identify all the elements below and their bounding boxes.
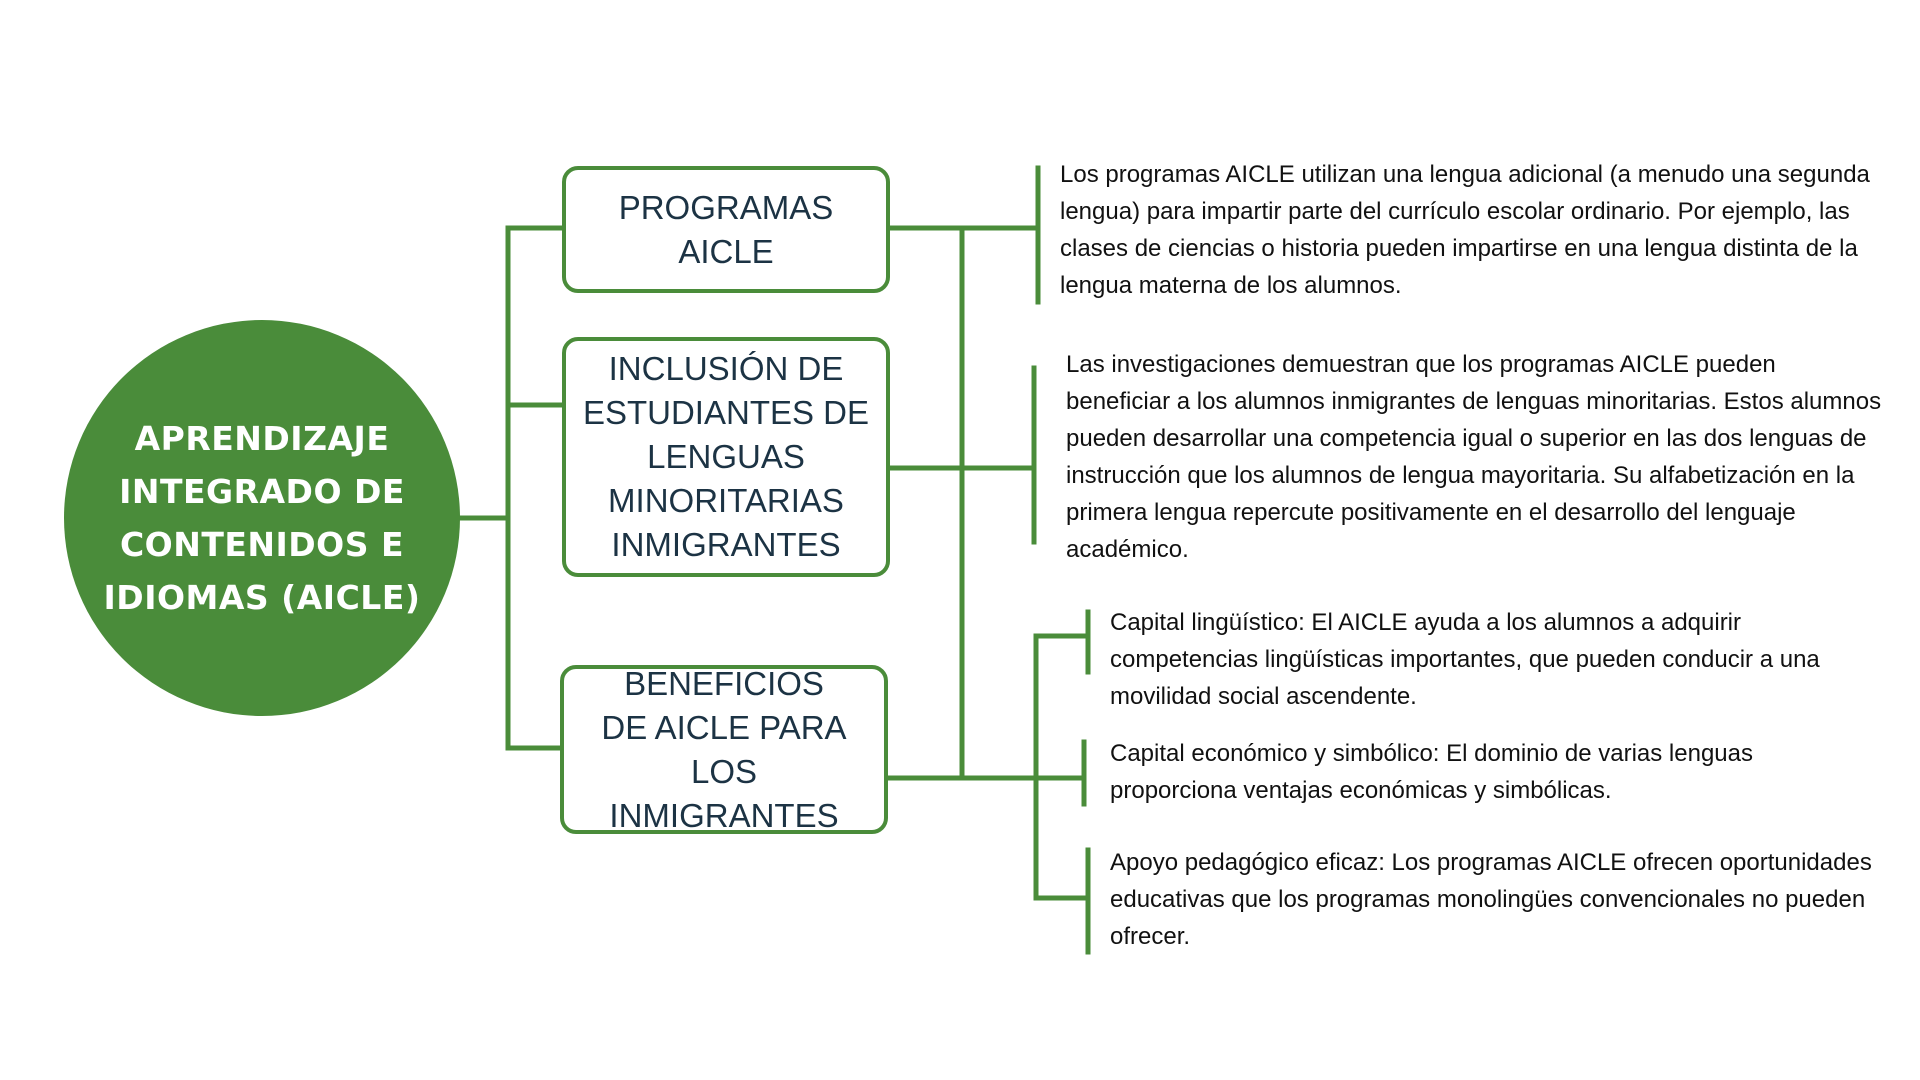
description-programas: Los programas AICLE utilizan una lengua …: [1060, 161, 1870, 299]
description-capital-economico: Capital económico y simbólico: El domini…: [1110, 740, 1753, 804]
branch-label: INCLUSIÓN DE ESTUDIANTES DE LENGUAS MINO…: [582, 350, 870, 563]
branch-programas-aicle: PROGRAMAS AICLE: [562, 166, 890, 293]
branch-label: BENEFICIOS DE AICLE PARA LOS INMIGRANTES: [601, 664, 847, 834]
branch-beneficios-aicle: BENEFICIOS DE AICLE PARA LOS INMIGRANTES: [560, 665, 888, 834]
branch-label: PROGRAMAS AICLE: [618, 188, 834, 270]
central-topic-node: APRENDIZAJE INTEGRADO DE CONTENIDOS E ID…: [64, 320, 460, 716]
branch-inclusion-estudiantes: INCLUSIÓN DE ESTUDIANTES DE LENGUAS MINO…: [562, 337, 890, 577]
description-capital-linguistico: Capital lingüístico: El AICLE ayuda a lo…: [1110, 609, 1820, 710]
central-topic-label: APRENDIZAJE INTEGRADO DE CONTENIDOS E ID…: [103, 419, 421, 617]
description-apoyo-pedagogico: Apoyo pedagógico eficaz: Los programas A…: [1110, 849, 1872, 950]
description-inclusion: Las investigaciones demuestran que los p…: [1066, 351, 1882, 563]
